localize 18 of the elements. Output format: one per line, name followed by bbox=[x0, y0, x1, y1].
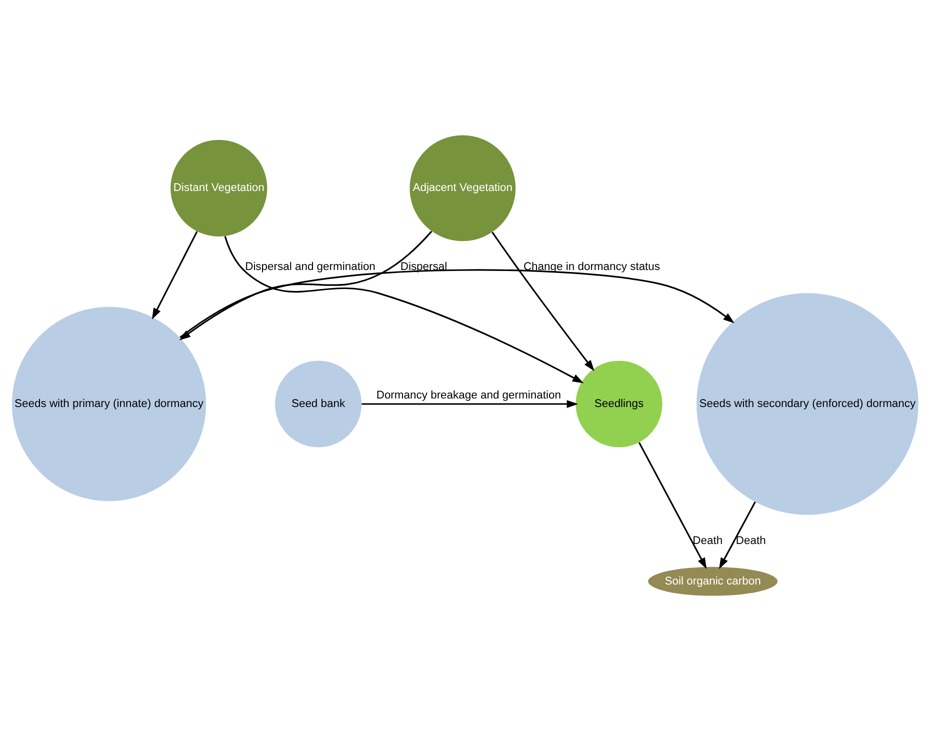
edge-label: Death bbox=[692, 534, 723, 547]
arrow bbox=[152, 231, 198, 320]
node-circle: Distant Vegetation bbox=[170, 140, 268, 236]
node-circle: Adjacent Vegetation bbox=[410, 135, 516, 242]
arrow bbox=[719, 502, 756, 570]
arrow bbox=[224, 236, 584, 384]
edge-label: Death bbox=[736, 534, 766, 547]
edge-label: Dispersal and germination bbox=[245, 261, 376, 274]
node-circle: Seeds with secondary (enforced) dormancy bbox=[696, 293, 918, 515]
arrow bbox=[362, 400, 578, 408]
arrow bbox=[492, 232, 594, 372]
node-circle: Seed bank bbox=[275, 360, 362, 448]
edge-label: Change in dormancy status bbox=[523, 261, 660, 274]
arrow bbox=[638, 442, 707, 570]
arrow bbox=[180, 269, 734, 338]
edge-label: Dispersal bbox=[400, 261, 448, 274]
node-ellipse: Soil organic carbon bbox=[648, 566, 778, 596]
edge-label: Dormancy breakage and germination bbox=[376, 390, 561, 402]
